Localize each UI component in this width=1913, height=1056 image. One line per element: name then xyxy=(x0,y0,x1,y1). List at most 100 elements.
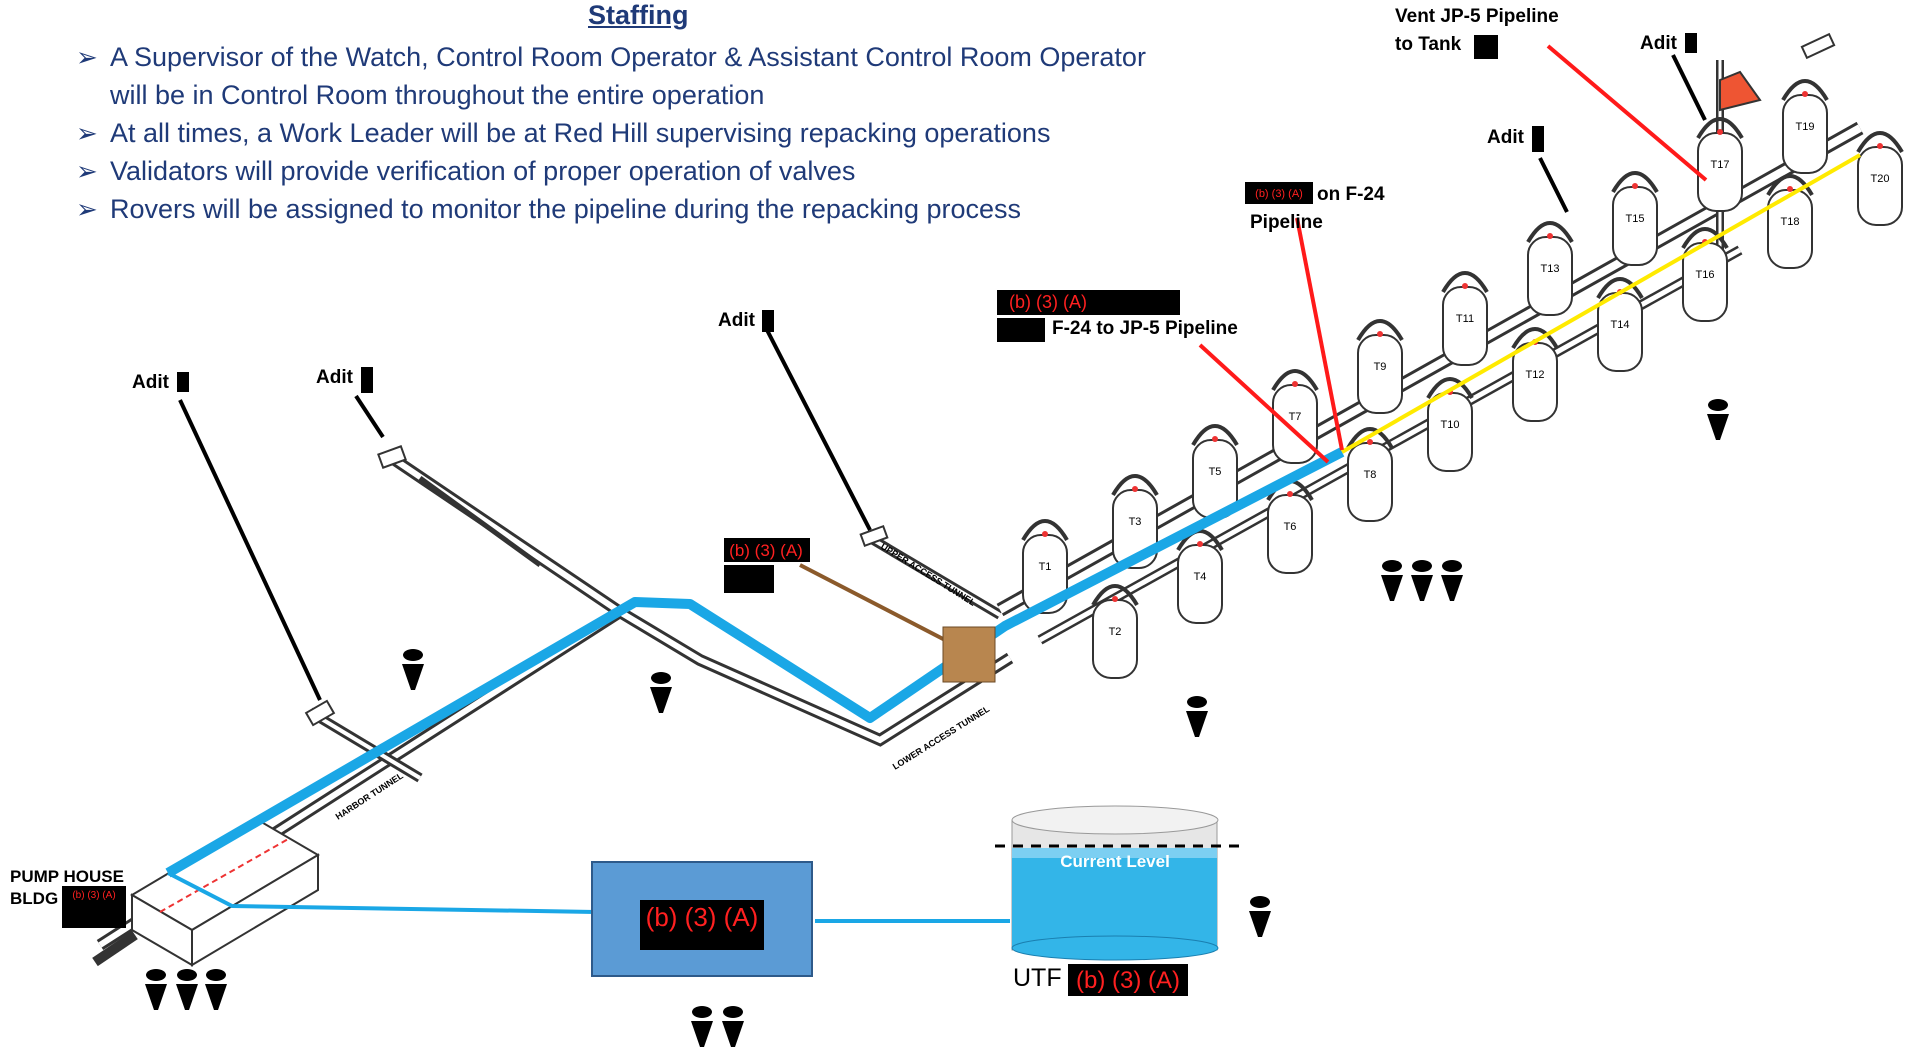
pump-house-label: PUMP HOUSE xyxy=(10,867,124,886)
tank-t11: T11 xyxy=(1441,271,1489,366)
person-icon xyxy=(1186,696,1208,737)
adit-labels: Adit Adit Adit Adit Adit xyxy=(132,33,1697,393)
bullet-text: Validators will provide verification of … xyxy=(110,156,856,186)
tank-label: T12 xyxy=(1526,369,1545,381)
tank-label: T16 xyxy=(1696,269,1715,281)
utf-label: UTF xyxy=(1013,964,1062,992)
person-icon xyxy=(1441,560,1463,601)
person-icon xyxy=(1411,560,1433,601)
tank-t4: T4 xyxy=(1176,529,1224,624)
person-icon xyxy=(1381,560,1403,601)
valve-box-redaction-label: (b) (3) (A) xyxy=(729,541,803,560)
vent-to-tank-label: to Tank xyxy=(1395,34,1462,55)
person-icon xyxy=(722,1006,744,1047)
pump-house-redaction-label: (b) (3) (A) xyxy=(72,890,115,901)
brown-callout-line xyxy=(799,563,946,642)
vent-redaction xyxy=(1474,35,1498,59)
tank-t8: T8 xyxy=(1346,427,1394,522)
tank-label: T11 xyxy=(1456,313,1474,325)
person-icon xyxy=(1249,896,1271,937)
person-icon xyxy=(650,672,672,713)
tank-t13: T13 xyxy=(1526,221,1574,316)
f24-on-label: on F-24 xyxy=(1317,184,1385,205)
person-icon xyxy=(402,649,424,690)
tank-label: T10 xyxy=(1441,419,1460,431)
tank-label: T8 xyxy=(1364,469,1377,481)
tank-t16: T16 xyxy=(1681,227,1729,322)
yellow-pipeline xyxy=(1341,153,1861,454)
personnel-icons xyxy=(145,399,1729,1047)
tank-t19: T19 xyxy=(1781,79,1829,174)
valve-box-redaction xyxy=(724,538,810,562)
adit-label: Adit xyxy=(1640,33,1678,54)
blue-pipeline xyxy=(165,447,1345,923)
staffing-bullet: ➢ At all times, a Work Leader will be at … xyxy=(76,114,1190,152)
tank-label: T6 xyxy=(1284,521,1297,533)
tank-label: T19 xyxy=(1796,121,1815,133)
tank-t10: T10 xyxy=(1426,377,1474,472)
utf-redaction-label: (b) (3) (A) xyxy=(1076,967,1180,994)
pump-house-bldg-label: BLDG xyxy=(10,889,58,908)
staffing-bullet: ➢ Validators will provide verification of… xyxy=(76,152,1190,190)
arrow-bullet-icon: ➢ xyxy=(76,156,98,186)
f24-redaction xyxy=(1245,182,1313,204)
tank-label: T3 xyxy=(1129,516,1142,528)
staffing-bullet: ➢ A Supervisor of the Watch, Control Room… xyxy=(76,38,1190,114)
tank-t18: T18 xyxy=(1766,174,1814,269)
f24-redaction-label: (b) (3) (A) xyxy=(1255,188,1303,200)
f24-pipeline-label: Pipeline xyxy=(1250,212,1323,233)
tank-label: T7 xyxy=(1289,411,1302,423)
f24-to-jp5-label: F-24 to JP-5 Pipeline xyxy=(1052,318,1238,339)
staffing-bullets: ➢ A Supervisor of the Watch, Control Room… xyxy=(76,38,1190,228)
person-icon xyxy=(205,969,227,1010)
tank-t2: T2 xyxy=(1091,584,1139,679)
control-box xyxy=(591,861,813,977)
tank-label: T13 xyxy=(1541,263,1560,275)
adit-label: Adit xyxy=(1487,127,1525,148)
tank-label: T15 xyxy=(1626,213,1645,225)
tank-t15: T15 xyxy=(1611,171,1659,266)
adit-label: Adit xyxy=(132,372,170,393)
lower-access-tunnel-label: LOWER ACCESS TUNNEL xyxy=(891,704,992,772)
f24-jp5-redaction-label: (b) (3) (A) xyxy=(1009,292,1087,312)
current-level-label: Current Level xyxy=(1060,852,1170,871)
tank-label: T17 xyxy=(1711,159,1730,171)
bullet-text: A Supervisor of the Watch, Control Room … xyxy=(110,42,1146,110)
bullet-text: At all times, a Work Leader will be at R… xyxy=(110,118,1051,148)
arrow-bullet-icon: ➢ xyxy=(76,42,98,72)
arrow-bullet-icon: ➢ xyxy=(76,194,98,224)
adit-callout-lines xyxy=(178,54,1707,701)
tank-t5: T5 xyxy=(1191,424,1239,519)
tank-label: T14 xyxy=(1611,319,1630,331)
upper-access-tunnel-label: UPPER ACCESS TUNNEL xyxy=(879,541,978,608)
tank-label: T18 xyxy=(1781,216,1800,228)
adit-label: Adit xyxy=(316,367,354,388)
tank-t17: T17 xyxy=(1696,117,1744,212)
tank-label: T9 xyxy=(1374,361,1387,373)
tank-label: T2 xyxy=(1109,626,1122,638)
tunnel-network xyxy=(96,60,1864,951)
red-callout-lines xyxy=(1198,44,1708,464)
person-icon xyxy=(145,969,167,1010)
person-icon xyxy=(691,1006,713,1047)
person-icon xyxy=(1707,399,1729,440)
pump-house-building xyxy=(92,818,320,967)
adit-label: Adit xyxy=(718,310,756,331)
tank-t20: T20 xyxy=(1856,131,1904,226)
arrow-bullet-icon: ➢ xyxy=(76,118,98,148)
tank-t1: T1 xyxy=(1021,519,1069,614)
staffing-bullet: ➢Rovers will be assigned to monitor the … xyxy=(76,190,1190,228)
pump-house-redaction xyxy=(62,886,126,928)
utf-redaction xyxy=(1068,964,1188,996)
staffing-title: Staffing xyxy=(588,0,689,30)
person-icon xyxy=(176,969,198,1010)
utf-tank xyxy=(995,805,1245,961)
f24-jp5-redaction xyxy=(997,290,1180,315)
tank-label: T20 xyxy=(1871,173,1890,185)
tank-t9: T9 xyxy=(1356,319,1404,414)
tank-label: T1 xyxy=(1039,561,1052,573)
valve-box xyxy=(942,626,996,683)
tank-label: T4 xyxy=(1194,571,1207,583)
